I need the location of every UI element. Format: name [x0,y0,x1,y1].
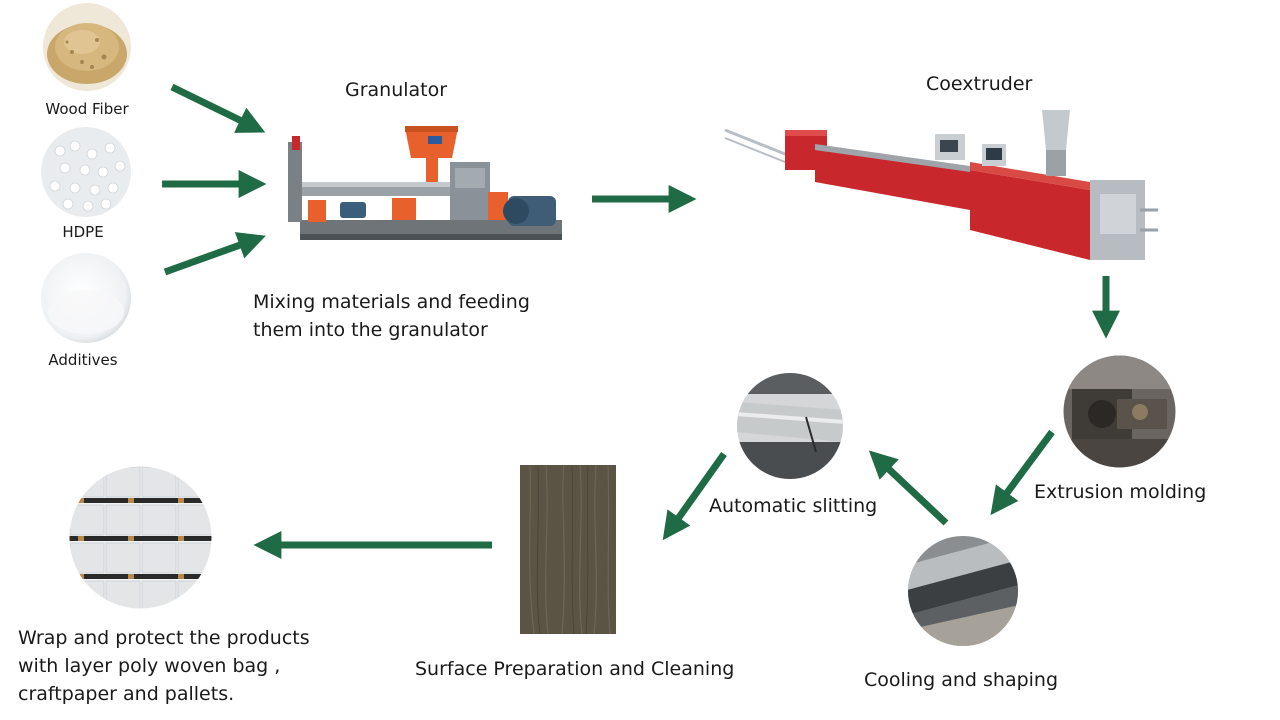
surface-preparation-label: Surface Preparation and Cleaning [415,658,735,680]
wrap-caption-line2: with layer poly woven bag , [18,655,281,677]
extrusion-molding-label: Extrusion molding [1034,481,1207,503]
extrusion-molding-image [1063,355,1176,468]
wrap-caption-line1: Wrap and protect the products [18,627,310,649]
additives-image [41,253,131,343]
cooling-shaping-label: Cooling and shaping [864,669,1059,691]
granulator-caption-line2: them into the granulator [253,319,488,341]
arrow-molding-to-cooling [990,429,1055,516]
hdpe-image [41,127,131,217]
granulator-caption-line1: Mixing materials and feeding [253,291,530,313]
arrow-cooling-to-slitting [868,450,949,526]
additives-label: Additives [48,351,118,369]
arrow-additives-to-granulator [163,232,266,276]
wpc-board-image [520,465,616,634]
coextruder-title: Coextruder [926,73,1033,95]
automatic-slitting-image [737,373,843,479]
automatic-slitting-label: Automatic slitting [709,495,878,517]
arrow-wood-to-granulator [170,83,266,133]
arrow-slitting-to-surface [662,451,727,541]
granulator-title: Granulator [345,79,448,101]
coextruder-machine-image [724,110,1158,260]
wood-fiber-label: Wood Fiber [45,100,129,118]
cooling-shaping-image [908,536,1018,646]
wood-fiber-image [43,3,131,91]
packaging-image [69,466,212,609]
hdpe-label: HDPE [62,223,104,241]
wrap-caption-line3: craftpaper and pallets. [18,683,235,705]
granulator-machine-image [288,126,562,240]
